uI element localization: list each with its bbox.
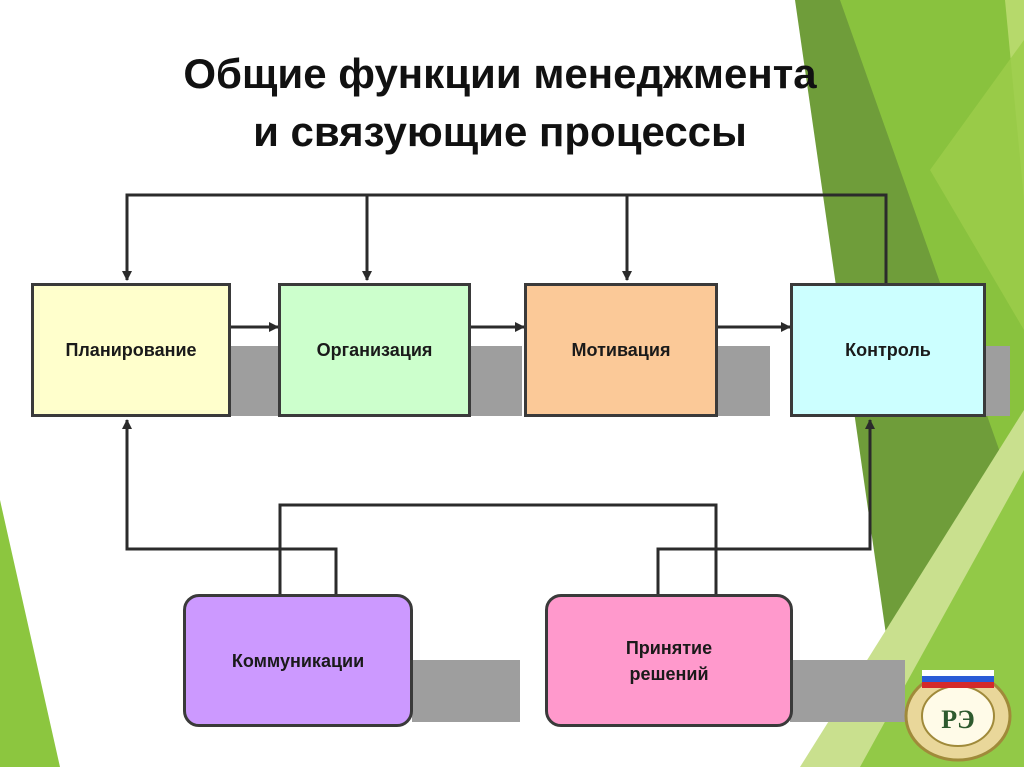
box-communications-label: Коммуникации [231, 650, 365, 671]
emblem-flag-blue [922, 676, 994, 682]
line-to-control [656, 419, 875, 594]
emblem-flag-white [922, 670, 994, 676]
bg-green-shape [930, 40, 1024, 330]
shadow-organization [471, 346, 522, 416]
bg-green-shape [0, 500, 60, 767]
shadow-planning [230, 346, 281, 416]
box-motivation: Мотивация [524, 283, 718, 417]
university-emblem-logo: РЭ [904, 670, 1012, 762]
box-communications: Коммуникации [183, 594, 413, 727]
box-decisions: Принятие решений [545, 594, 793, 727]
box-organization-label: Организация [316, 340, 433, 360]
box-planning: Планирование [31, 283, 231, 417]
box-planning-label: Планирование [65, 340, 197, 360]
box-control-label: Контроль [845, 340, 931, 360]
box-motivation-label: Мотивация [571, 340, 671, 360]
emblem-monogram: РЭ [941, 705, 975, 734]
box-control: Контроль [790, 283, 986, 417]
box-organization: Организация [278, 283, 471, 417]
slide-title-line-1: Общие функции менеджмента [183, 50, 817, 97]
shadow-motivation [718, 346, 770, 416]
box-decisions-label-line2: решений [629, 663, 709, 684]
shadow-control [986, 346, 1010, 416]
line-to-planning [122, 419, 338, 594]
shadow-decisions [790, 660, 905, 722]
box-decisions-label-line1: Принятие [625, 637, 713, 658]
slide-title-line-2: и связующие процессы [253, 108, 747, 155]
emblem-flag-red [922, 682, 994, 688]
shadow-communications [412, 660, 520, 722]
line-linking-processes [278, 503, 718, 594]
top-feedback-line [122, 193, 888, 283]
